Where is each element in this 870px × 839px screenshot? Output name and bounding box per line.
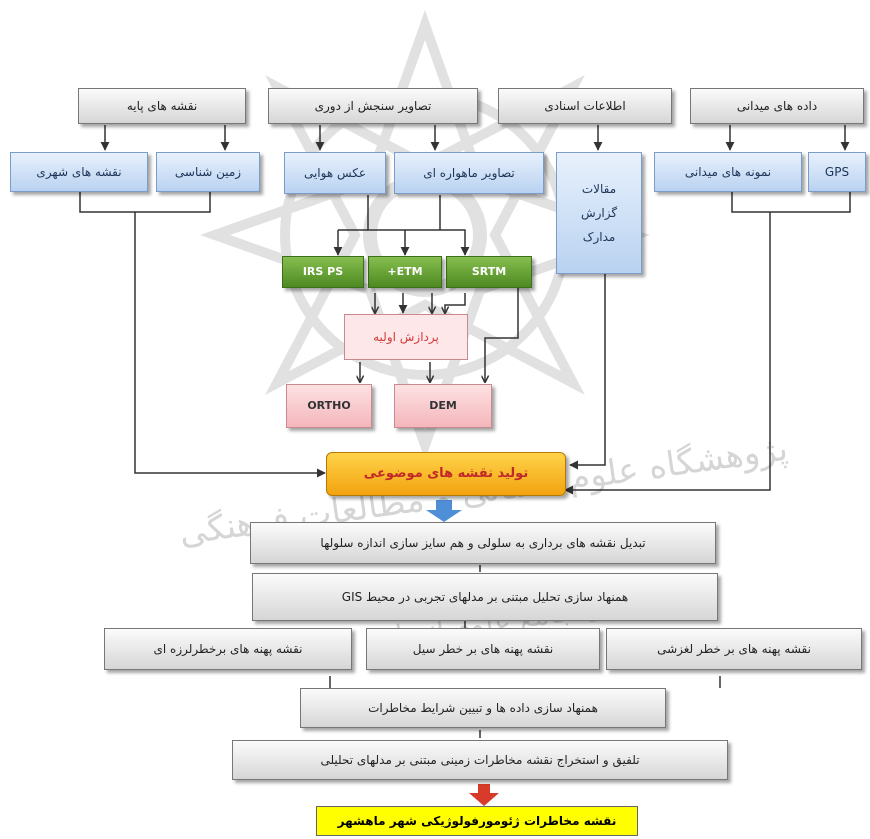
step-vector-to-raster: تبدیل نقشه های برداری به سلولی و هم سایز… [250,522,716,564]
blue-down-arrow [426,500,462,522]
step-gis-analysis: همنهاد سازی تحلیل مبتنی بر مدلهای تجربی … [252,573,718,621]
input-documents-list: مقالات گزارش مدارک [556,152,642,274]
input-urban-maps: نقشه های شهری [10,152,148,192]
sensor-srtm: SRTM [446,256,532,288]
map-flood: نقشه پهنه های بر خطر سیل [366,628,600,670]
sensor-etm: ETM+ [368,256,442,288]
source-remote-sensing: تصاویر سنجش از دوری [268,88,478,124]
source-field-data: داده های میدانی [690,88,864,124]
input-articles: مقالات [581,182,617,196]
input-geology: زمین شناسی [156,152,260,192]
map-earthquake: نقشه پهنه های برخطرلرزه ای [104,628,352,670]
source-documents: اطلاعات اسنادی [498,88,672,124]
step-extraction: تلفیق و استخراج نقشه مخاطرات زمینی مبتنی… [232,740,728,780]
output-dem: DEM [394,384,492,428]
sensor-irs: IRS PS [282,256,364,288]
red-down-arrow [469,784,499,806]
input-aerial-photo: عکس هوایی [284,152,386,194]
input-satellite-images: تصاویر ماهواره ای [394,152,544,194]
input-field-samples: نمونه های میدانی [654,152,802,192]
step-thematic-maps: تولید نقشه های موضوعی [326,452,566,496]
step-final-map: نقشه مخاطرات ژئومورفولوژیکی شهر ماهشهر [316,806,638,836]
map-landslide: نقشه پهنه های بر خطر لغزشی [606,628,862,670]
preprocess-box: پردازش اولیه [344,314,468,360]
input-documents: مدارک [582,230,616,244]
step-integration: همنهاد سازی داده ها و تبیین شرایط مخاطرا… [300,688,666,728]
input-report: گزارش [580,206,618,220]
source-base-maps: نقشه های پایه [78,88,246,124]
input-gps: GPS [808,152,866,192]
output-ortho: ORTHO [286,384,372,428]
